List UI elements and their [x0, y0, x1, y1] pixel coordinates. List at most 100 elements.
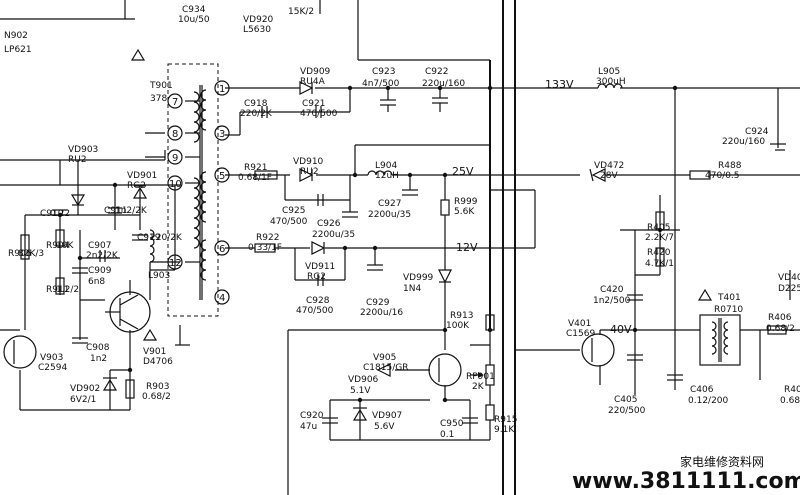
inductor-l905 [597, 83, 623, 89]
label-c405: C405 [614, 395, 637, 405]
label-r903: R903 [146, 382, 169, 392]
label-vd40xv: D225 [778, 284, 800, 294]
label-vd911t: RG2 [307, 272, 326, 282]
label-vd911: VD911 [305, 262, 335, 272]
label-t901: T901 [149, 81, 173, 91]
pin-label: 12 [169, 258, 182, 269]
label-c921v: 470/500 [300, 109, 338, 119]
label-c934: C934 [182, 5, 206, 15]
label-r904v: 10K [56, 241, 74, 251]
resistor-r903 [125, 379, 135, 399]
zener-vd906 [376, 363, 391, 377]
label-v903t: C2594 [38, 363, 67, 373]
diode-vd909 [299, 81, 314, 95]
label-c405v: 220/500 [608, 406, 646, 416]
label-c924: C924 [745, 127, 769, 137]
label-c924v: 220u/160 [722, 137, 765, 147]
resistor-r406 [767, 325, 787, 335]
watermark-url: www.3811111.com [572, 469, 800, 494]
label-c950v: 0.1 [440, 430, 454, 440]
diode-vd910 [299, 168, 314, 182]
label-r915: R915 [494, 415, 517, 425]
resistor-r488 [689, 170, 711, 180]
zener-vd907 [352, 408, 368, 421]
label-vd902v: 6V2/1 [70, 395, 96, 405]
warning-triangle-icon [130, 48, 146, 61]
label-c929: C929 [366, 298, 390, 308]
label-r999: R999 [454, 197, 478, 207]
label-r922v: 0.33/1F [248, 243, 282, 253]
label-vd909: VD909 [300, 67, 331, 77]
label-r420v: 4.7K/1 [645, 259, 674, 269]
zener-vd902 [102, 378, 118, 391]
label-c918: C918 [244, 99, 268, 109]
label-c923v: 4n7/500 [362, 79, 400, 89]
label-c406v: 0.12/200 [688, 396, 729, 406]
label-r913: R913 [450, 311, 473, 321]
label-c910v: 0.22 [50, 209, 70, 219]
label-c925v: 470/500 [270, 217, 308, 227]
potentiometer-rp901 [485, 364, 495, 386]
label-r488: R488 [718, 161, 742, 171]
label-c911: C911 [104, 206, 127, 216]
label-vd906: VD906 [348, 375, 379, 385]
resistor-r906 [20, 234, 30, 260]
label-vd910t: RU2 [300, 167, 319, 177]
diode-vd999 [438, 269, 452, 284]
label-c921: C921 [302, 99, 325, 109]
transformer-t901 [193, 85, 207, 300]
transistor-v903 [3, 335, 37, 369]
label-c920: C920 [300, 411, 324, 421]
pin-label: 4 [219, 293, 225, 304]
label-r906v: 82K/3 [18, 249, 44, 259]
label-r15k: 15K/2 [288, 7, 314, 17]
label-c928: C928 [306, 296, 330, 306]
label-r40x: R40 [784, 385, 800, 395]
resistor-r915 [485, 404, 495, 421]
label-vd901: VD901 [127, 171, 157, 181]
inductor-l903 [149, 229, 155, 263]
label-n902a: N902 [4, 31, 28, 41]
label-r915v: 9.1K [494, 425, 515, 435]
resistor-r922 [254, 243, 276, 253]
transformer-pins: 1 3 5 6 4 7 8 9 10 12 [167, 80, 230, 305]
label-c926: C926 [317, 219, 341, 229]
resistor-r911 [55, 277, 65, 295]
label-vd906v: 5.1V [350, 386, 371, 396]
transformer-enclosure [167, 63, 219, 317]
diode-vd901 [132, 186, 148, 199]
label-c919: C919 [137, 233, 161, 243]
label-r904: R904 [46, 241, 70, 251]
label-r913v: 100K [446, 321, 470, 331]
resistor-r420 [655, 247, 665, 267]
watermark: www.3811111.com 家电维修资料网 [560, 448, 800, 495]
pin-label: 5 [219, 171, 225, 182]
transistor-v905 [428, 353, 462, 387]
label-r406v: 0.68/2 [766, 324, 795, 334]
label-v903: V903 [40, 353, 63, 363]
label-c927: C927 [378, 199, 401, 209]
label-c923: C923 [372, 67, 395, 77]
label-c919v: 220/2K [150, 233, 183, 243]
label-r921v: 0.68/1F [238, 173, 272, 183]
pin-label: 1 [219, 84, 225, 95]
label-t401: T401 [717, 293, 741, 303]
label-l905v: 300uH [596, 77, 626, 87]
label-r406: R406 [768, 313, 792, 323]
label-c927v: 2200u/35 [368, 210, 411, 220]
label-l903: L903 [148, 271, 170, 281]
transistor-v401 [581, 333, 615, 367]
label-vd920: VD920 [243, 15, 274, 25]
net-label-v40: 40V [610, 323, 632, 336]
label-n902b: LP621 [4, 45, 32, 55]
label-t901n: 378 [150, 94, 167, 104]
label-vd999: VD999 [403, 273, 434, 283]
label-r405: R405 [647, 223, 670, 233]
label-vd901t: RG2 [127, 181, 146, 191]
label-vd907: VD907 [372, 411, 402, 421]
label-c925: C925 [282, 206, 305, 216]
